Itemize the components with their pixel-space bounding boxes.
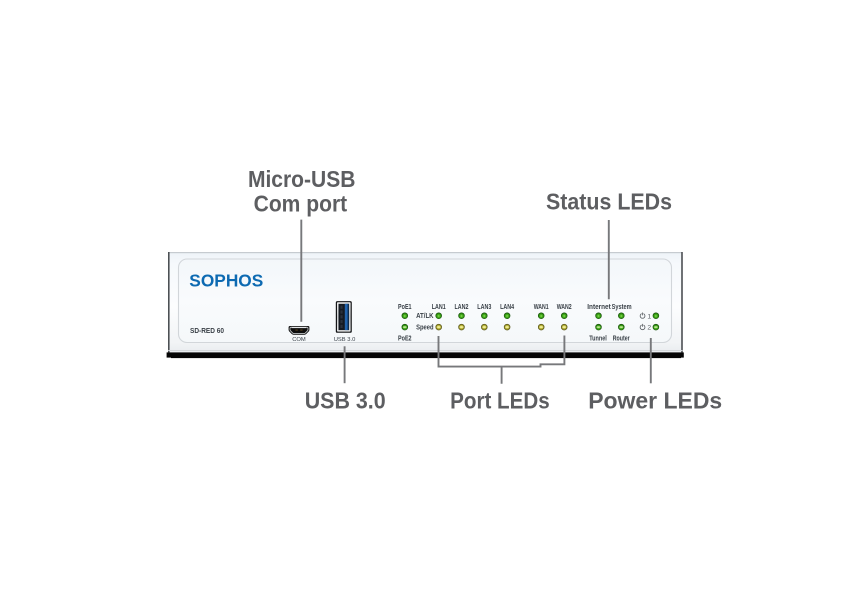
svg-text:LAN1: LAN1 — [432, 304, 446, 311]
svg-text:WAN2: WAN2 — [557, 304, 572, 311]
svg-text:USB 3.0: USB 3.0 — [334, 337, 356, 343]
svg-text:PoE2: PoE2 — [398, 336, 412, 343]
svg-text:Com port: Com port — [254, 191, 348, 217]
svg-text:Port LEDs: Port LEDs — [450, 387, 550, 413]
svg-text:2: 2 — [647, 325, 651, 332]
svg-text:WAN1: WAN1 — [534, 304, 549, 311]
svg-text:LAN3: LAN3 — [477, 304, 491, 311]
svg-text:System: System — [612, 304, 632, 311]
svg-text:Micro-USB: Micro-USB — [248, 166, 356, 192]
svg-text:SOPHOS: SOPHOS — [189, 270, 263, 290]
svg-text:Speed: Speed — [416, 325, 434, 332]
svg-text:Status LEDs: Status LEDs — [546, 189, 672, 215]
svg-text:LAN2: LAN2 — [455, 304, 469, 311]
svg-text:Internet: Internet — [587, 304, 611, 311]
svg-text:1: 1 — [647, 313, 651, 320]
svg-text:COM: COM — [292, 337, 306, 343]
svg-text:Tunnel: Tunnel — [589, 336, 607, 343]
svg-text:AT/LK: AT/LK — [416, 313, 434, 320]
svg-text:LAN4: LAN4 — [500, 304, 514, 311]
svg-text:Power LEDs: Power LEDs — [588, 387, 722, 413]
svg-text:USB 3.0: USB 3.0 — [305, 387, 386, 413]
svg-text:PoE1: PoE1 — [398, 304, 412, 311]
svg-text:SD-RED 60: SD-RED 60 — [190, 326, 224, 335]
svg-text:Router: Router — [613, 336, 630, 343]
